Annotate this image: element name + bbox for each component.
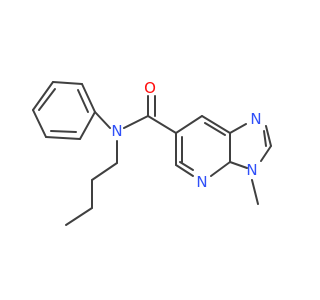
bond-phenyl-5 [81,83,96,113]
amide-nitrogen-label: N [111,122,122,140]
bond-n-carbonyl [123,115,149,129]
bond-pyr-1 [175,115,203,134]
bond-phenyl-3 [45,136,81,140]
bond-pyr-2 [201,115,231,134]
imidazole-nitrogen-top-atom: N [250,110,261,128]
bond-phenyl-2 [32,109,47,138]
bond-butyl-2 [91,162,118,181]
bond-imid-3 [260,145,272,162]
bond-pyr-inner-1 [204,122,226,136]
bond-phenyl-4 [79,111,96,140]
bond-imid-inner [263,130,267,147]
bond-phenyl-inner-1 [38,88,56,111]
bond-phenyl-inner-3 [77,89,89,113]
atom-labels: O N N N N [111,79,261,191]
pyridine-nitrogen-atom: N [196,173,207,191]
bond-imid-1 [229,123,247,134]
bond-phenyl-1 [32,81,54,111]
imidazole-nitrogen-methyl-atom: N [246,161,257,179]
pyridine-nitrogen-label: N [196,173,207,191]
bond-imid-2 [265,125,272,147]
bond-pyr-5 [175,164,194,177]
bond-pyr-4 [210,161,231,177]
bond-imid-4 [229,161,248,169]
bonds [32,81,272,226]
amide-nitrogen-atom: N [111,122,122,140]
bond-phenyl-inner-2 [50,130,77,133]
imidazole-nitrogen-top-label: N [250,110,261,128]
bond-phenyl-n [94,111,111,129]
oxygen-atom: O [144,79,156,97]
bond-n-methyl [251,179,259,205]
bond-phenyl-6 [52,81,83,85]
imidazole-nitrogen-methyl-label: N [246,161,257,179]
molecule-structure-diagram: O N N N N [32,79,272,226]
bond-butyl-4 [65,207,93,226]
bond-carbonyl-ring [147,115,177,134]
oxygen-label: O [144,79,156,97]
bond-pyr-inner-3 [179,161,194,171]
